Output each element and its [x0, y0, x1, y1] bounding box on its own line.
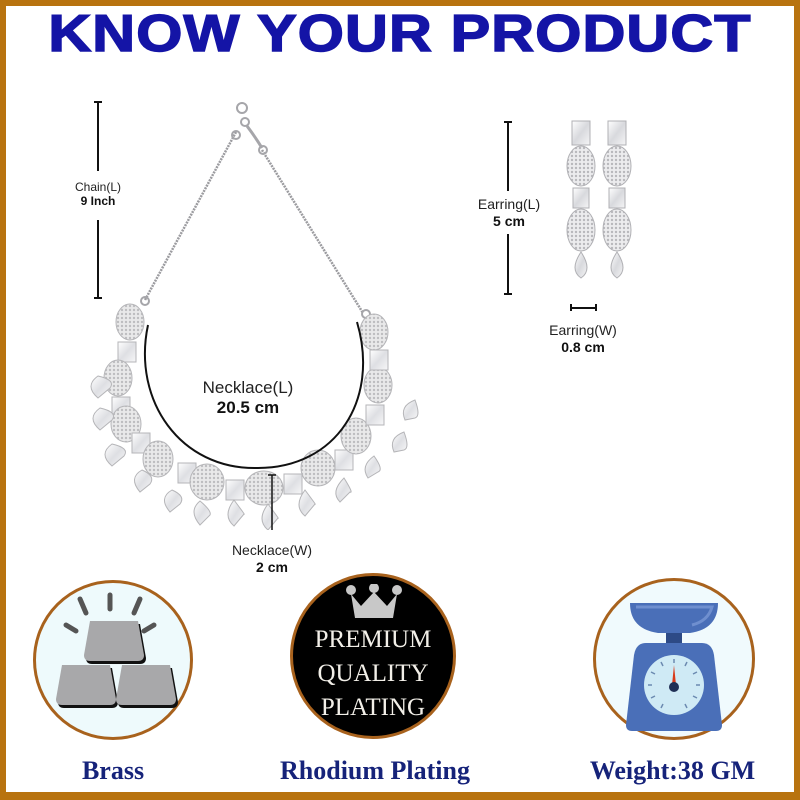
necklace-width-label: Necklace(W) 2 cm	[210, 542, 334, 576]
plating-badge-line-1: PREMIUM	[314, 626, 432, 653]
crown-icon	[346, 584, 402, 618]
earring-width-line	[570, 307, 596, 309]
weight-badge	[593, 578, 755, 740]
rhodium-plating-caption: Rhodium Plating	[280, 756, 470, 785]
earring-length-line-bottom	[507, 234, 509, 294]
earring-length-label: Earring(L) 5 cm	[466, 196, 552, 230]
earring-length-value: 5 cm	[493, 213, 525, 229]
earring-length-cap-bottom	[504, 293, 512, 295]
brass-bars-icon	[56, 592, 178, 708]
necklace-image	[90, 102, 419, 530]
earring-length-line-top	[507, 121, 509, 191]
plating-badge: PREMIUM QUALITY PLATING	[290, 573, 456, 739]
plating-badge-line-2: QUALITY	[317, 660, 429, 687]
necklace-width-value: 2 cm	[256, 559, 288, 575]
chain-length-label: Chain(L) 9 Inch	[62, 180, 134, 208]
earring-width-cap-right	[595, 304, 597, 311]
chain-length-cap-bottom	[94, 297, 102, 299]
earring-width-label: Earring(W) 0.8 cm	[540, 322, 626, 356]
weight-caption: Weight:38 GM	[589, 756, 756, 785]
weighing-scale-icon	[626, 603, 722, 731]
earrings-image	[566, 120, 632, 279]
chain-length-value: 9 Inch	[80, 194, 116, 208]
page-title: KNOW YOUR PRODUCT	[47, 4, 752, 64]
necklace-length-value: 20.5 cm	[216, 398, 280, 417]
brass-caption: Brass	[81, 756, 145, 785]
earring-width-cap-left	[570, 304, 572, 311]
chain-length-line-top	[97, 101, 99, 171]
chain-length-line-bottom	[97, 220, 99, 298]
earring-width-value: 0.8 cm	[561, 339, 605, 355]
brass-badge	[33, 580, 193, 740]
plating-badge-line-3: PLATING	[320, 694, 426, 721]
necklace-length-label: Necklace(L) 20.5 cm	[186, 378, 310, 418]
